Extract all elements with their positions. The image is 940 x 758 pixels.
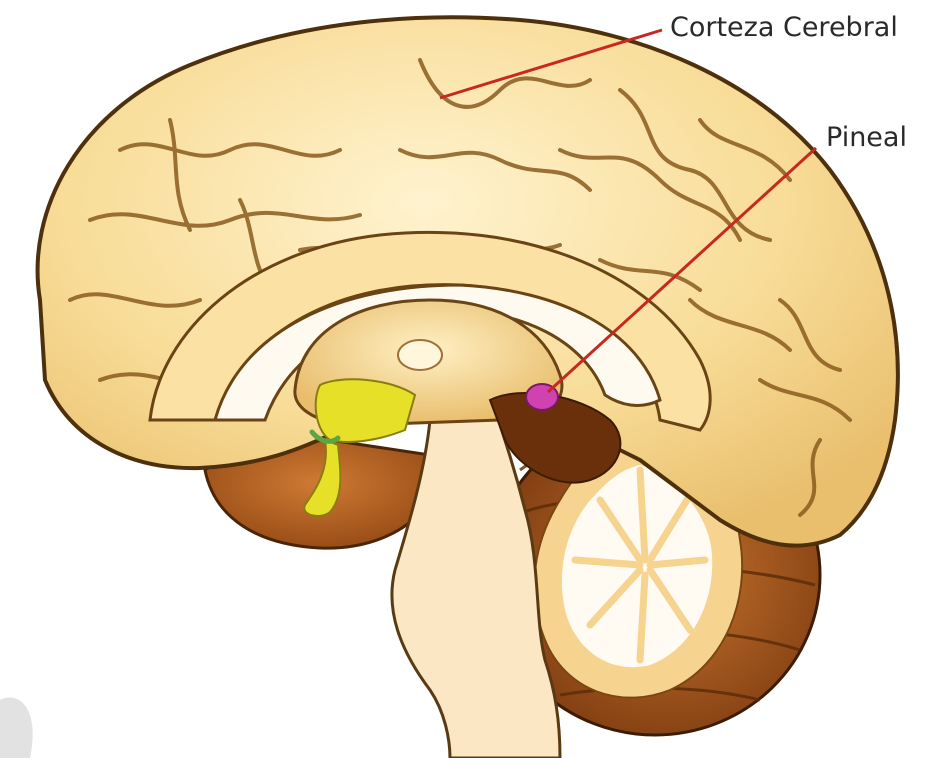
cortex-label: Corteza Cerebral [670, 12, 898, 43]
pineal-label: Pineal [826, 122, 907, 153]
corner-shadow [0, 697, 33, 758]
